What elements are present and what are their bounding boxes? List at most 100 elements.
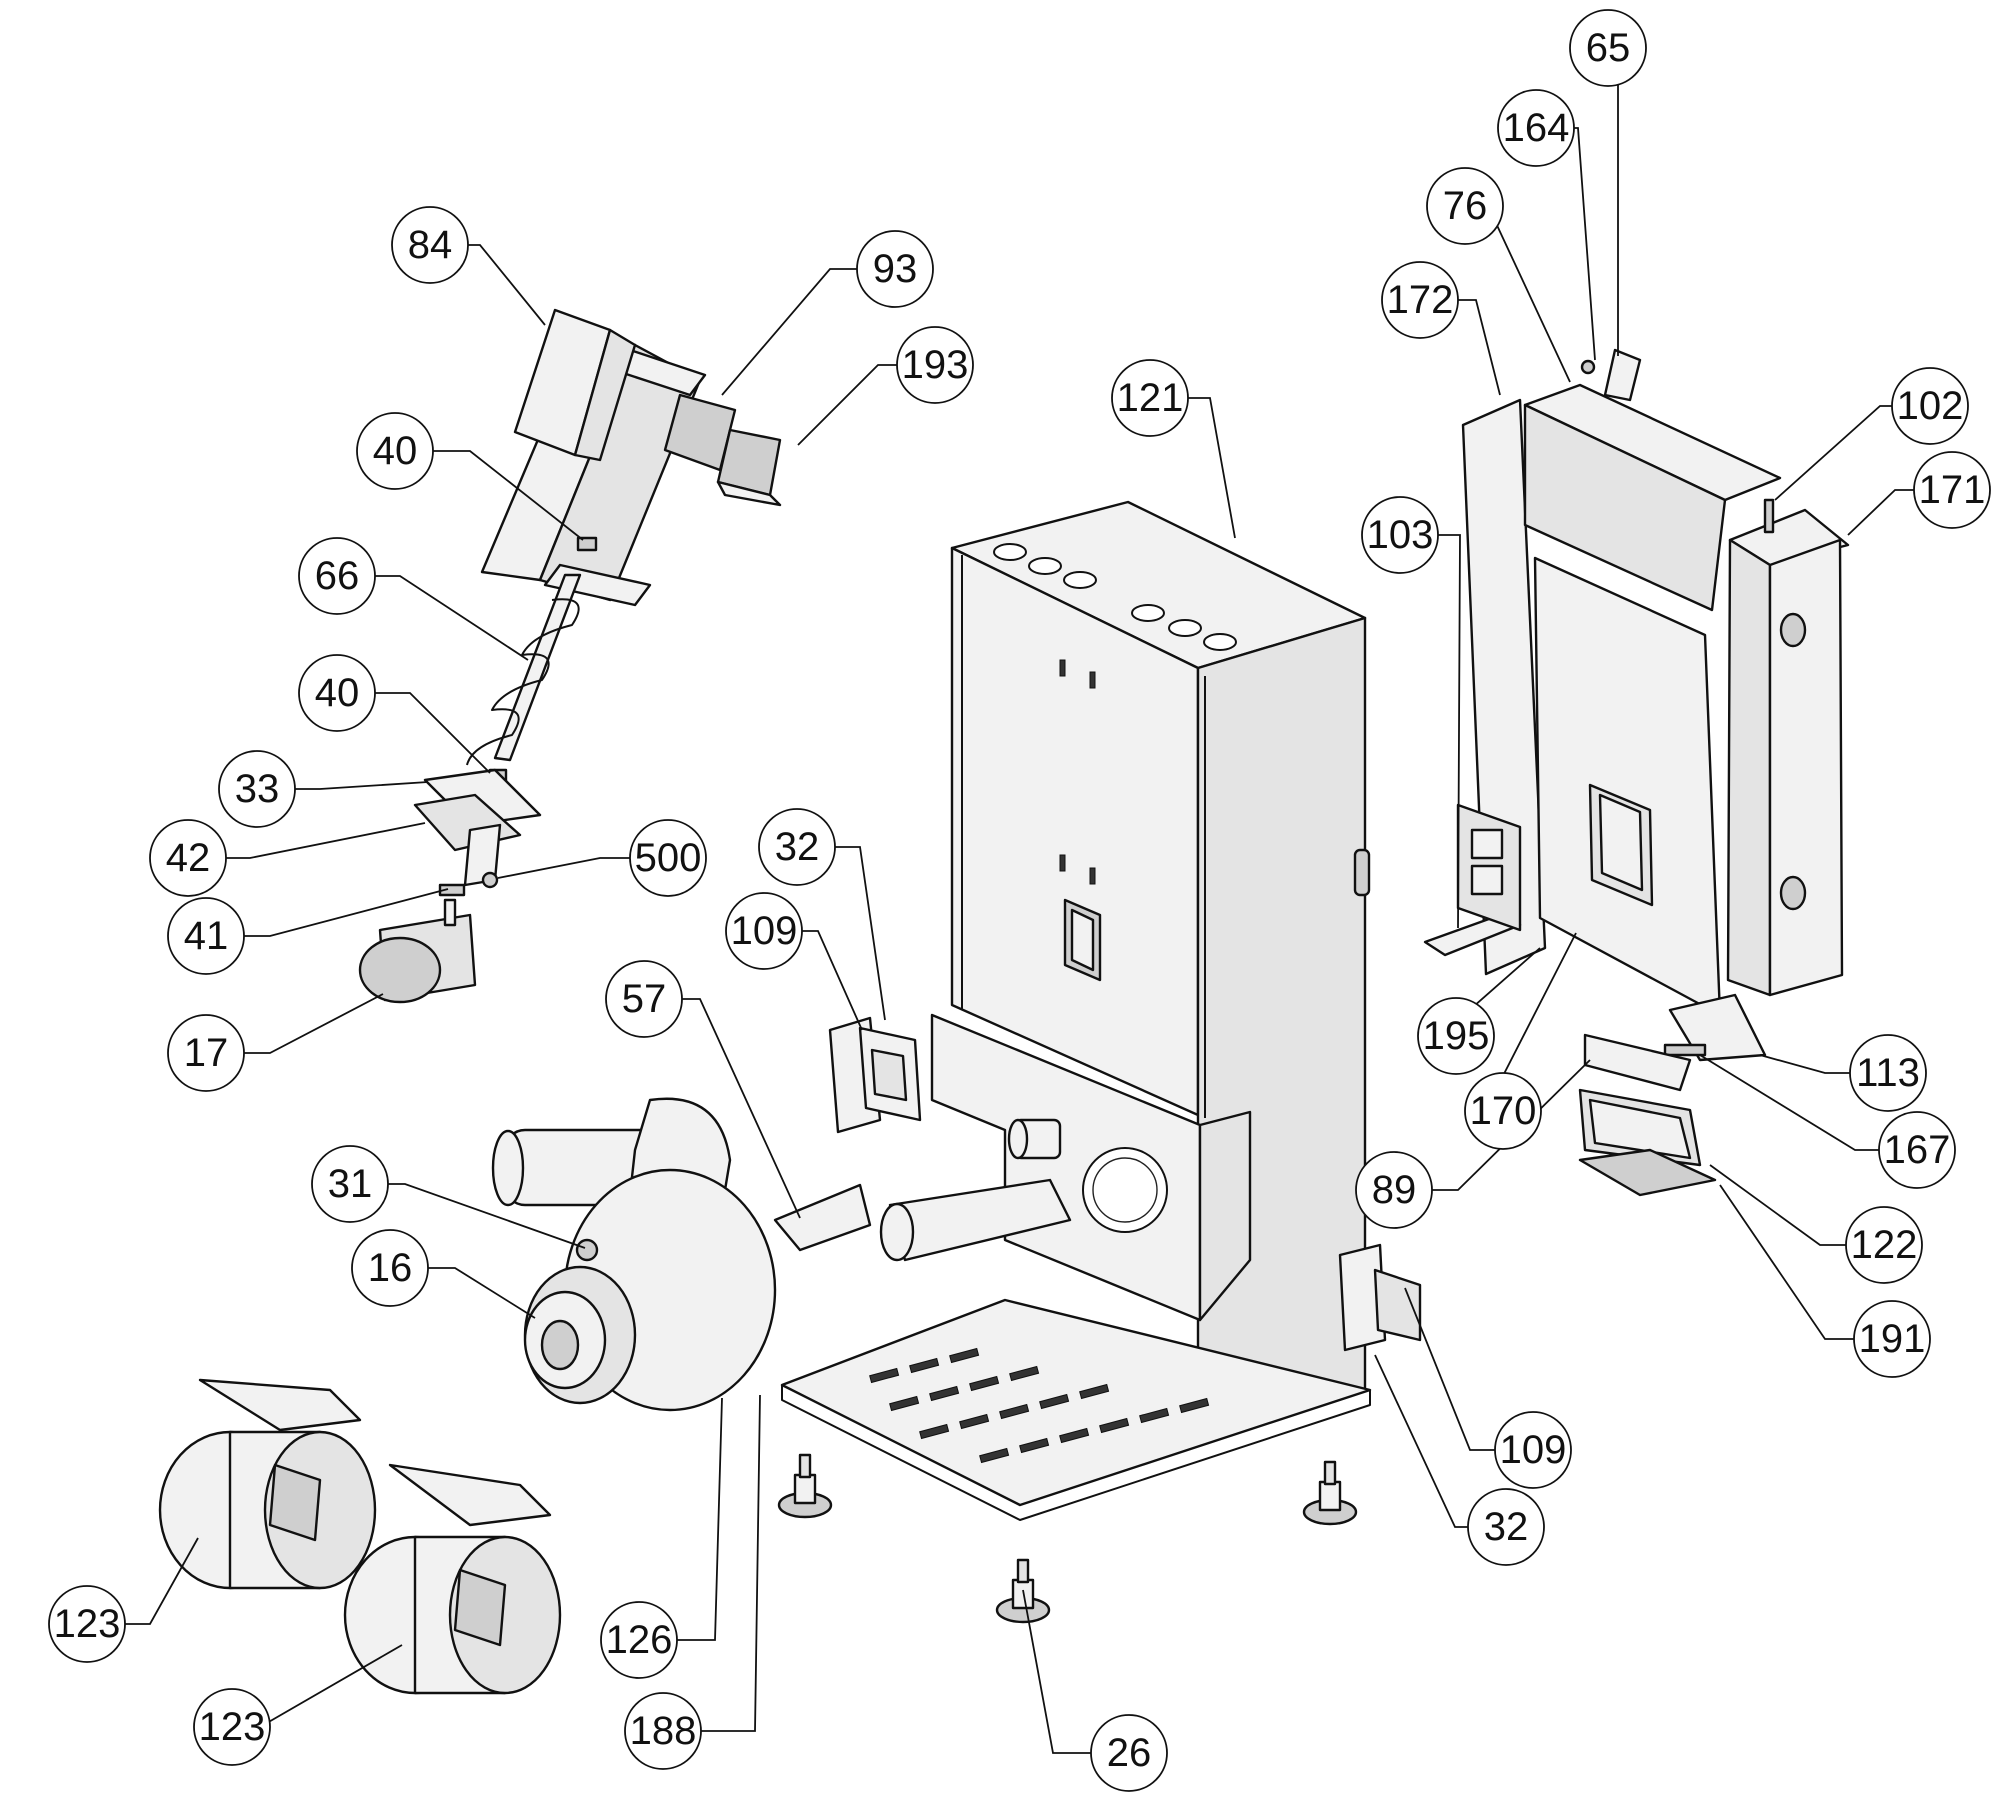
- callout-label: 122: [1851, 1223, 1918, 1267]
- callout-label: 121: [1117, 376, 1184, 420]
- inspection-cover-109-left: [828, 1016, 922, 1134]
- callout-c89: 89: [1355, 1151, 1433, 1229]
- callout-circle: [167, 1014, 245, 1092]
- callout-c32a: 32: [758, 808, 836, 886]
- callout-c26: 26: [1090, 1714, 1168, 1792]
- callout-label: 103: [1367, 513, 1434, 557]
- callout-circle: [298, 537, 376, 615]
- callout-label: 188: [630, 1709, 697, 1753]
- motor-cover-193: [716, 428, 782, 507]
- callout-label: 195: [1423, 1014, 1490, 1058]
- callout-circle: [298, 654, 376, 732]
- callout-circle: [1891, 367, 1969, 445]
- callout-circle: [629, 819, 707, 897]
- callout-c84: 84: [391, 206, 469, 284]
- callout-circle: [1913, 451, 1991, 529]
- callout-circle: [1111, 359, 1189, 437]
- callout-label: 126: [606, 1618, 673, 1662]
- callout-label: 109: [731, 909, 798, 953]
- callout-c191: 191: [1853, 1300, 1931, 1378]
- gasket-191: [1578, 1148, 1717, 1197]
- pin-167: [1663, 1043, 1707, 1057]
- callout-label: 193: [902, 343, 969, 387]
- callout-c42: 42: [149, 819, 227, 897]
- callout-c172: 172: [1381, 261, 1459, 339]
- callout-c122: 122: [1845, 1206, 1923, 1284]
- callout-circle: [758, 808, 836, 886]
- callout-c123a: 123: [48, 1585, 126, 1663]
- callout-circle: [1849, 1034, 1927, 1112]
- callout-c33: 33: [218, 750, 296, 828]
- callout-c167: 167: [1878, 1111, 1956, 1189]
- callout-c109b: 109: [1494, 1411, 1572, 1489]
- callout-circle: [1090, 1714, 1168, 1792]
- callout-c171: 171: [1913, 451, 1991, 529]
- callout-circle: [1853, 1300, 1931, 1378]
- callout-c164: 164: [1497, 89, 1575, 167]
- hopper-chute-84: [513, 308, 637, 462]
- combustion-blower-16: [491, 1097, 777, 1412]
- callout-label: 123: [54, 1602, 121, 1646]
- callout-circle: [1426, 167, 1504, 245]
- callout-label: 123: [199, 1705, 266, 1749]
- callout-label: 191: [1859, 1317, 1926, 1361]
- callout-circle: [605, 960, 683, 1038]
- callout-c126: 126: [600, 1601, 678, 1679]
- callout-c113: 113: [1849, 1034, 1927, 1112]
- callout-label: 84: [408, 223, 453, 267]
- callout-label: 42: [166, 836, 211, 880]
- callout-label: 109: [1500, 1428, 1567, 1472]
- callout-label: 26: [1107, 1731, 1152, 1775]
- callout-circle: [391, 206, 469, 284]
- callout-c65: 65: [1569, 9, 1647, 87]
- callout-circle: [1569, 9, 1647, 87]
- callout-label: 171: [1919, 468, 1986, 512]
- callout-circle: [1497, 89, 1575, 167]
- callout-label: 167: [1884, 1128, 1951, 1172]
- door-panel-170: [1533, 556, 1722, 1017]
- callout-label: 17: [184, 1031, 229, 1075]
- callout-c109a: 109: [725, 892, 803, 970]
- callout-circle: [1878, 1111, 1956, 1189]
- callout-c57: 57: [605, 960, 683, 1038]
- callout-c93: 93: [856, 230, 934, 308]
- callout-circle: [1381, 261, 1459, 339]
- callout-label: 41: [184, 914, 229, 958]
- callout-c188: 188: [624, 1692, 702, 1770]
- callout-label: 31: [328, 1162, 373, 1206]
- callout-label: 170: [1470, 1089, 1537, 1133]
- callout-circle: [1361, 496, 1439, 574]
- callout-c16: 16: [351, 1229, 429, 1307]
- callout-label: 32: [775, 825, 820, 869]
- screw-500: [481, 871, 499, 889]
- callout-label: 32: [1484, 1505, 1529, 1549]
- callout-circle: [311, 1145, 389, 1223]
- callout-circle: [149, 819, 227, 897]
- callout-c41: 41: [167, 897, 245, 975]
- callout-c193: 193: [896, 326, 974, 404]
- callout-c76: 76: [1426, 167, 1504, 245]
- callout-circle: [218, 750, 296, 828]
- callout-circle: [1494, 1411, 1572, 1489]
- inspection-cover-109-right: [1338, 1243, 1422, 1352]
- callout-circle: [48, 1585, 126, 1663]
- callout-circle: [896, 326, 974, 404]
- callout-circle: [624, 1692, 702, 1770]
- callout-label: 57: [622, 977, 667, 1021]
- callout-circle: [725, 892, 803, 970]
- callout-label: 66: [315, 554, 360, 598]
- gear-motor-17: [358, 898, 477, 1004]
- callout-label: 40: [315, 671, 360, 715]
- callout-label: 500: [635, 836, 702, 880]
- callout-label: 164: [1503, 106, 1570, 150]
- callout-circle: [167, 897, 245, 975]
- callout-c103: 103: [1361, 496, 1439, 574]
- burn-pot-89: [1583, 1033, 1692, 1092]
- callout-circle: [600, 1601, 678, 1679]
- callout-label: 16: [368, 1246, 413, 1290]
- callout-circle: [1355, 1151, 1433, 1229]
- callout-c121: 121: [1111, 359, 1189, 437]
- deflector-57: [773, 1183, 872, 1252]
- screw-164: [1580, 359, 1596, 375]
